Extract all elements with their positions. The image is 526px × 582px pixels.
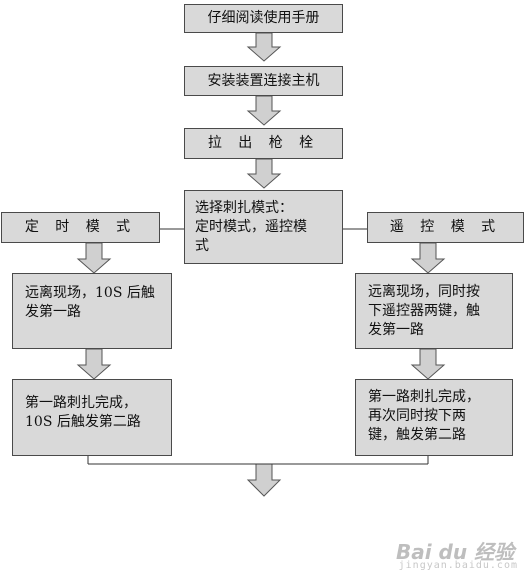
node-label-line: 再次同时按下两 — [368, 408, 466, 424]
node-label: 遥 控 模 式 — [389, 219, 502, 235]
node-select-mode: 选择刺扎模式： 定时模式，遥控模 式 — [184, 190, 343, 264]
watermark-logo: Bai du 经验 — [396, 540, 515, 564]
node-label: 定 时 模 式 — [24, 219, 137, 235]
node-label: 拉 出 枪 栓 — [207, 135, 320, 151]
node-remote-step2: 第一路刺扎完成， 再次同时按下两 键，触发第二路 — [355, 379, 513, 456]
arrow-timer-mode-to-step1 — [76, 242, 112, 274]
watermark-url: jingyan.baidu.com — [398, 560, 518, 571]
arrow-install-to-pin — [246, 95, 282, 126]
node-remote-step1: 远离现场，同时按 下遥控器两键，触 发第一路 — [355, 273, 513, 349]
node-install-host: 安装装置连接主机 — [184, 66, 343, 96]
node-label-line: 发第一路 — [25, 304, 81, 320]
node-label-line: 定时模式，遥控模 — [195, 219, 307, 235]
baidu-watermark: Bai du 经验 jingyan.baidu.com — [396, 536, 520, 574]
node-label-line: 远离现场，10S 后触 — [25, 285, 155, 301]
node-label-line: 下遥控器两键，触 — [368, 303, 480, 319]
node-pull-pin: 拉 出 枪 栓 — [184, 128, 343, 159]
node-label: 仔细阅读使用手册 — [207, 10, 320, 26]
arrow-timer-step1-to-step2 — [76, 348, 112, 380]
arrow-remote-step1-to-step2 — [410, 348, 446, 380]
node-remote-mode: 遥 控 模 式 — [367, 212, 524, 243]
node-label-line: 键，触发第二路 — [368, 427, 466, 443]
node-timer-step2: 第一路刺扎完成， 10S 后触发第二路 — [12, 379, 172, 456]
node-label: 安装装置连接主机 — [207, 72, 320, 89]
node-timer-step1: 远离现场，10S 后触 发第一路 — [12, 273, 172, 349]
node-read-manual: 仔细阅读使用手册 — [184, 4, 343, 33]
node-label-line: 第一路刺扎完成， — [368, 389, 480, 405]
arrow-manual-to-install — [246, 32, 282, 62]
node-label-line: 第一路刺扎完成， — [25, 395, 137, 411]
arrow-remote-mode-to-step1 — [410, 242, 446, 274]
arrow-final — [246, 463, 282, 497]
node-label-line: 10S 后触发第二路 — [25, 414, 141, 430]
arrow-pin-to-select — [246, 158, 282, 189]
node-label-line: 远离现场，同时按 — [368, 284, 480, 300]
node-label-line: 选择刺扎模式： — [195, 200, 293, 216]
node-timer-mode: 定 时 模 式 — [1, 212, 160, 243]
node-label-line: 发第一路 — [368, 322, 424, 338]
node-label-line: 式 — [195, 238, 209, 254]
